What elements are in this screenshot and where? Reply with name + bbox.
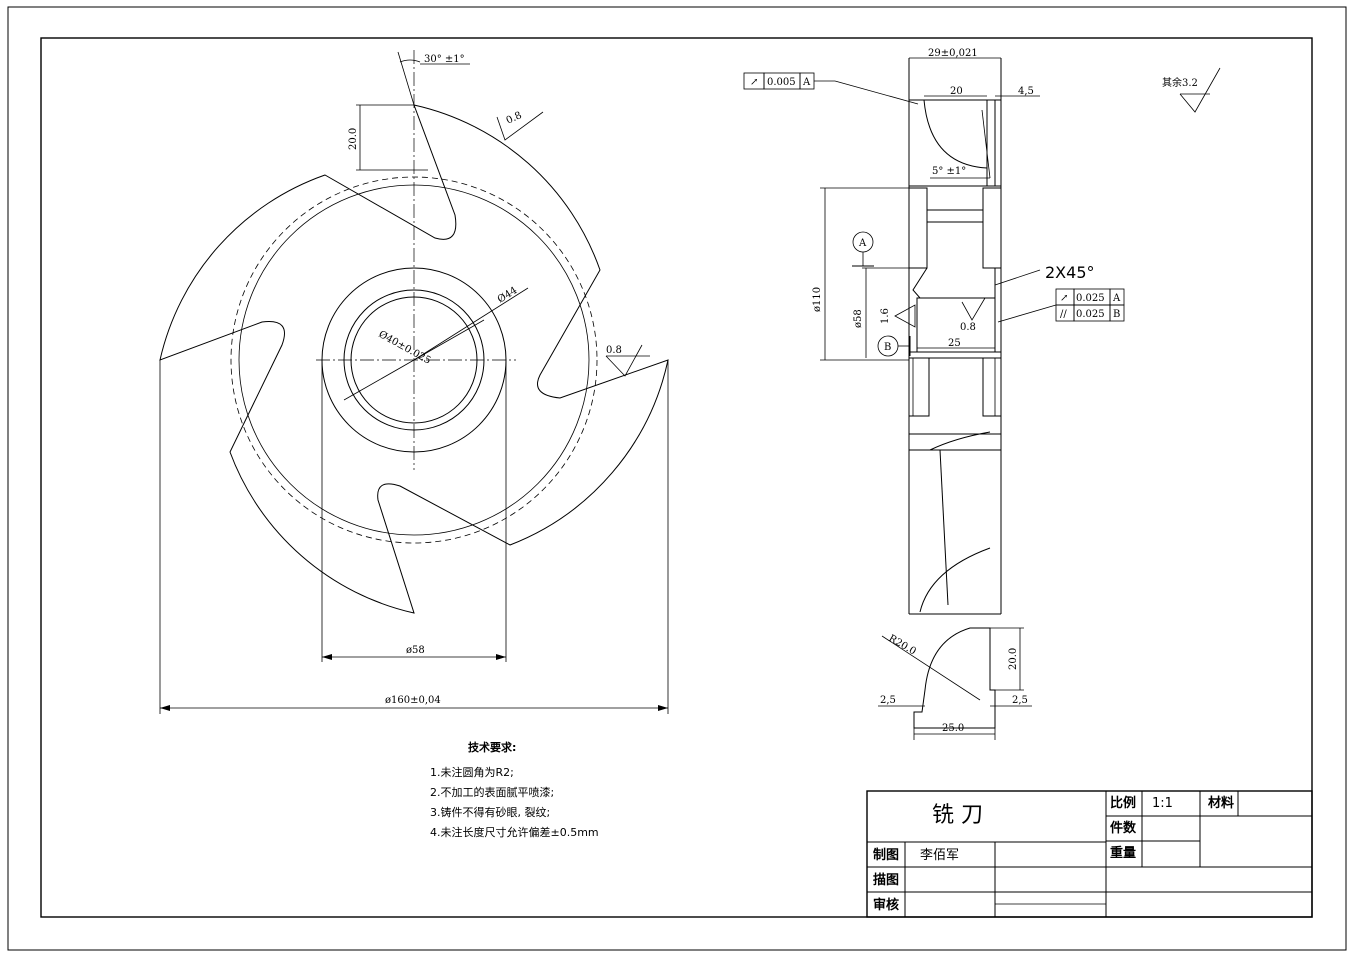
side-view: 29±0,021 20 4,5 5° ±1° ↗ 0.005 A ø110 ø5… (743, 48, 1221, 615)
inner-border (40, 37, 1313, 918)
svg-text:↗: ↗ (750, 77, 758, 88)
bore-circle (350, 296, 478, 424)
runout-right-value: 0.025 (1076, 293, 1105, 304)
detail-radius: R20.0 (887, 633, 918, 657)
detail-height: 20.0 (1008, 648, 1019, 670)
tech-item-3: 3.铸件不得有砂眼, 裂纹; (430, 806, 551, 819)
part-name: 铣 刀 (932, 803, 983, 828)
outer-border (7, 6, 1347, 951)
detail-right-dim: 2,5 (1012, 695, 1028, 706)
material-label: 材料 (1208, 795, 1234, 811)
svg-text://: // (1060, 309, 1067, 320)
tooth-section (913, 627, 996, 729)
hub-section (912, 221, 996, 299)
weight-label: 重量 (1110, 845, 1136, 861)
dia-58: ø58 (853, 309, 864, 328)
detail-view: 20.0 R20.0 2,5 2,5 25.0 (878, 627, 1032, 740)
roughness-bore: 1.6 (880, 308, 891, 324)
cutting-circle (230, 176, 598, 544)
parallel-ref: B (1113, 309, 1120, 320)
chamfer-label: 2X45° (1045, 263, 1095, 282)
svg-text:↗: ↗ (1060, 293, 1068, 304)
title-block: 铣 刀 比例 1:1 材料 件数 重量 制图 李佰军 描图 审核 (866, 790, 1313, 918)
bore-dim: Ø40±0.025 (377, 329, 433, 367)
tech-item-2: 2.不加工的表面腻平喷漆; (430, 786, 555, 799)
roughness-top: 0.8 (505, 110, 524, 127)
scale-value: 1:1 (1152, 796, 1173, 811)
side-tooth-dim: 20 (950, 86, 963, 97)
drawn-label: 制图 (873, 847, 899, 863)
review-label: 审核 (873, 897, 899, 913)
drawn-by: 李佰军 (920, 848, 959, 863)
root-circle (238, 184, 590, 536)
datum-b: B (884, 342, 891, 353)
detail-bottom-dim: 25.0 (942, 723, 964, 734)
roughness-face: 0.8 (960, 322, 976, 333)
runout-right-ref: A (1112, 293, 1121, 304)
detail-left-dim: 2,5 (880, 695, 896, 706)
bore-width: 25 (948, 338, 961, 349)
side-angle-dim: 5° ±1° (932, 166, 966, 177)
dia-110: ø110 (812, 287, 823, 312)
front-view: 20.0 30° ±1° 0.8 0.8 Ø40±0.025 Ø44 ø58 ø… (159, 50, 669, 714)
boss-circle (343, 289, 485, 431)
roughness-right: 0.8 (606, 345, 622, 356)
front-height-dim: 20.0 (348, 128, 359, 150)
hub-dim: ø58 (406, 645, 425, 656)
traced-label: 描图 (873, 872, 899, 888)
runout-top-value: 0.005 (767, 77, 796, 88)
runout-top-ref: A (802, 77, 811, 88)
tech-title: 技术要求: (468, 741, 517, 754)
outer-dim: ø160±0,04 (385, 695, 441, 706)
front-angle-dim: 30° ±1° (424, 54, 465, 65)
tech-item-4: 4.未注长度尺寸允许偏差±0.5mm (430, 826, 599, 839)
side-width-dim: 29±0,021 (928, 48, 978, 59)
parallel-value: 0.025 (1076, 309, 1105, 320)
tech-item-1: 1.未注圆角为R2; (430, 766, 514, 779)
side-small-dim: 4,5 (1018, 86, 1034, 97)
cutter-outline (159, 104, 669, 614)
datum-a: A (858, 238, 867, 249)
count-label: 件数 (1110, 820, 1137, 836)
roughness-other: 其余3.2 (1162, 76, 1198, 89)
boss-dim: Ø44 (496, 285, 520, 305)
scale-label: 比例 (1110, 795, 1136, 811)
